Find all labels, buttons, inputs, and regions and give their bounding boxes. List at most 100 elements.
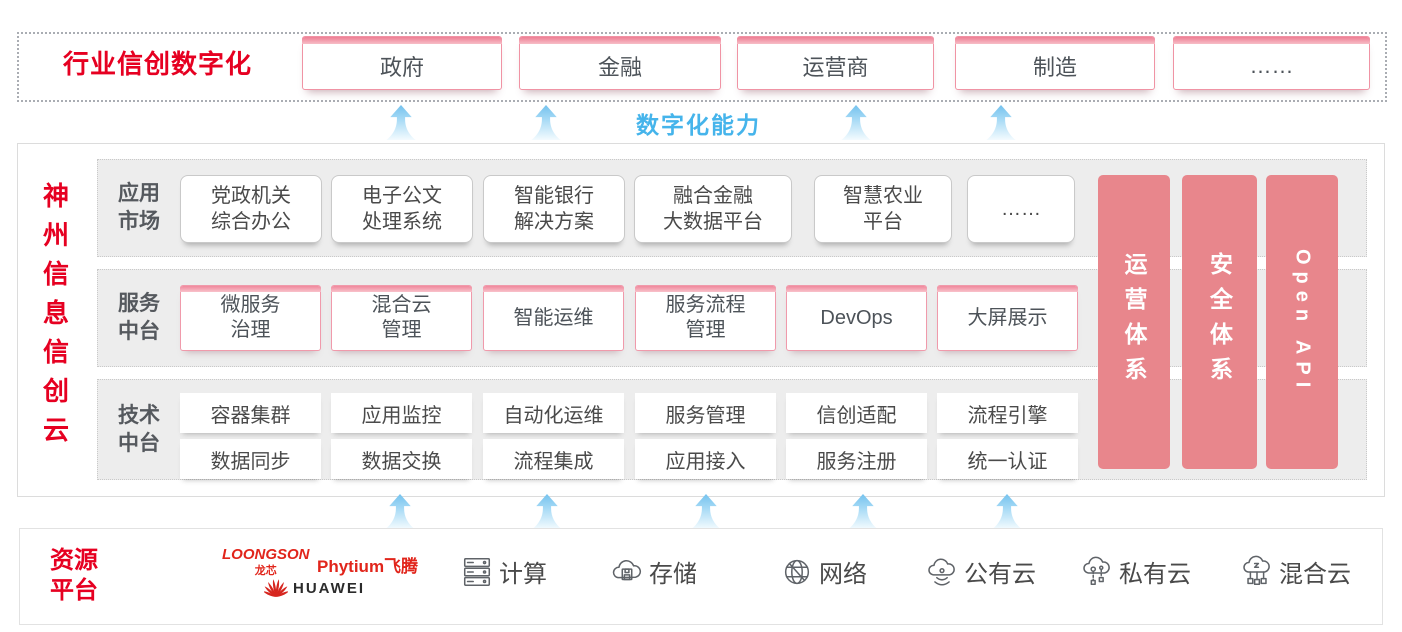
service-box-label: 混合云 管理 — [371, 294, 432, 341]
tab-label: 金融 — [597, 54, 642, 80]
tab-operator: 运营商 — [737, 36, 934, 90]
row-label-app-market: 应用 市场 — [118, 182, 160, 233]
platform-side-title: 神州信息信创云 — [39, 181, 70, 455]
up-arrow-icon — [986, 104, 1016, 141]
app-box: …… — [967, 175, 1075, 243]
resource-label: 私有云 — [1119, 561, 1191, 588]
resource-item-compute: 计算 — [460, 554, 547, 589]
hybrid-cloud-icon — [1243, 555, 1270, 585]
row-label-tech: 技术 中台 — [118, 404, 160, 455]
resource-title: 资源 平台 — [50, 547, 98, 604]
tech-box-label: 信创适配 — [816, 404, 897, 427]
up-arrow-icon — [385, 493, 415, 530]
up-arrow-icon — [992, 493, 1022, 530]
resource-label: 计算 — [499, 561, 547, 588]
resource-label: 网络 — [819, 561, 867, 588]
tech-box-label: 数据同步 — [210, 450, 291, 473]
capability-label: 数字化能力 — [636, 112, 761, 138]
huawei-logo-text: HUAWEI — [293, 579, 365, 597]
up-arrow-icon — [691, 493, 721, 530]
tech-box-label: 自动化运维 — [503, 404, 604, 427]
tech-box-label: 流程集成 — [513, 450, 594, 473]
tab-finance: 金融 — [519, 36, 721, 90]
up-arrow-icon — [386, 104, 416, 141]
huawei-flower-icon — [264, 579, 288, 597]
service-box-label: 微服务 治理 — [220, 294, 281, 341]
tab-manufacturing: 制造 — [955, 36, 1155, 90]
resource-label: 存储 — [649, 561, 697, 588]
storage-icon — [612, 559, 641, 580]
tech-box-label: 应用接入 — [665, 450, 746, 473]
up-arrow-icon — [532, 493, 562, 530]
tech-box-label: 流程引擎 — [967, 404, 1048, 427]
compute-icon — [463, 557, 491, 586]
tech-box: 流程集成 — [483, 439, 624, 479]
phytium-logo: Phytium飞腾 — [317, 557, 419, 576]
service-box-label: 智能运维 — [513, 306, 594, 329]
tab-label: 政府 — [379, 54, 424, 80]
loongson-logo-cn: 龙芯 — [254, 565, 277, 577]
resource-label: 混合云 — [1279, 561, 1351, 588]
tech-box: 统一认证 — [937, 439, 1078, 479]
tech-box-label: 应用监控 — [361, 404, 442, 427]
app-box-label: 智慧农业 平台 — [843, 184, 923, 233]
app-box: 智慧农业 平台 — [814, 175, 952, 243]
service-box-label: 服务流程 管理 — [665, 294, 746, 341]
tab-label: 制造 — [1032, 54, 1077, 80]
tech-box: 数据同步 — [180, 439, 321, 479]
up-arrow-icon — [531, 104, 561, 141]
pillar-operation-system: 运营体系 — [1098, 175, 1170, 469]
service-box: 微服务 治理 — [180, 285, 321, 351]
tech-box-label: 统一认证 — [967, 450, 1048, 473]
tech-box: 自动化运维 — [483, 393, 624, 433]
network-icon — [784, 559, 810, 584]
tech-box: 应用接入 — [635, 439, 776, 479]
service-box: DevOps — [786, 285, 927, 351]
loongson-logo: LOONGSON 龙芯 — [222, 546, 310, 578]
pillar-security-system: 安全体系 — [1182, 175, 1257, 469]
app-box-label: 电子公文 处理系统 — [362, 184, 442, 233]
tech-box-label: 服务注册 — [816, 450, 897, 473]
service-box-label: 大屏展示 — [967, 306, 1048, 329]
tech-box: 服务管理 — [635, 393, 776, 433]
tech-box-label: 服务管理 — [665, 404, 746, 427]
app-box: 融合金融 大数据平台 — [634, 175, 792, 243]
service-box: 混合云 管理 — [331, 285, 472, 351]
service-box-label: DevOps — [820, 306, 893, 329]
tab-more: …… — [1173, 36, 1370, 90]
resource-item-network: 网络 — [780, 554, 867, 589]
service-box: 服务流程 管理 — [635, 285, 776, 351]
tech-box: 应用监控 — [331, 393, 472, 433]
tech-box: 服务注册 — [786, 439, 927, 479]
huawei-logo: HUAWEI — [264, 578, 365, 598]
tab-government: 政府 — [302, 36, 502, 90]
tech-box-label: 数据交换 — [361, 450, 442, 473]
tech-box: 信创适配 — [786, 393, 927, 433]
pillar-open-api: Open API — [1266, 175, 1338, 469]
app-box-label: 党政机关 综合办公 — [211, 184, 291, 233]
resource-item-storage: 存储 — [610, 554, 697, 589]
private-cloud-icon — [1083, 556, 1110, 585]
tech-box: 数据交换 — [331, 439, 472, 479]
service-box: 智能运维 — [483, 285, 624, 351]
app-box-label: …… — [1001, 197, 1041, 220]
resource-label: 公有云 — [964, 561, 1036, 588]
public-cloud-icon — [928, 558, 955, 586]
tech-box: 流程引擎 — [937, 393, 1078, 433]
app-box-label: 智能银行 解决方案 — [514, 184, 594, 233]
row-label-service: 服务 中台 — [118, 292, 160, 343]
industry-banner-title: 行业信创数字化 — [63, 49, 253, 79]
resource-item-hybrid-cloud: 混合云 — [1240, 554, 1351, 589]
tech-box: 容器集群 — [180, 393, 321, 433]
app-box: 党政机关 综合办公 — [180, 175, 322, 243]
resource-container — [19, 528, 1383, 625]
app-box: 电子公文 处理系统 — [331, 175, 473, 243]
service-box: 大屏展示 — [937, 285, 1078, 351]
tab-label: 运营商 — [802, 54, 869, 80]
app-box-label: 融合金融 大数据平台 — [663, 184, 763, 233]
app-box: 智能银行 解决方案 — [483, 175, 625, 243]
up-arrow-icon — [848, 493, 878, 530]
tab-label: …… — [1249, 52, 1294, 78]
up-arrow-icon — [841, 104, 871, 141]
